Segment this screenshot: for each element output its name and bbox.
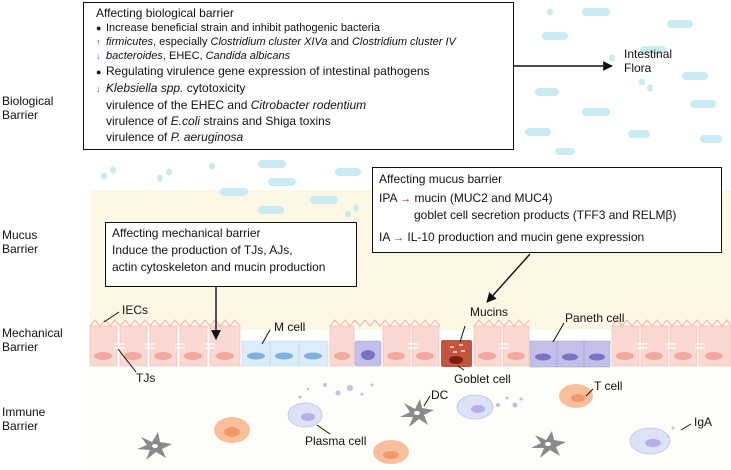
mech-line-1: Induce the production of TJs, AJs,	[112, 243, 293, 257]
plasma-cell-label: Plasma cell	[305, 434, 367, 448]
down-arrow-icon: ↓	[96, 84, 101, 94]
mucus-box-title: Affecting mucus barrier	[379, 172, 503, 186]
bio-line-6: virulence of the EHEC and Citrobacter ro…	[106, 98, 367, 112]
mucus-barrier-box: Affecting mucus barrier IPA → mucin (MUC…	[372, 167, 722, 253]
bio-line-2: ↑firmicutes, especially Clostridium clus…	[96, 36, 456, 48]
up-arrow-icon: ↑	[96, 37, 101, 47]
arrow-to-mucins	[486, 253, 531, 303]
bio-line-5: ↓Klebsiella spp. cytotoxicity	[96, 81, 246, 95]
biological-barrier-box: Affecting biological barrier ●Increase b…	[83, 2, 514, 150]
mech-line-2: actin cytoskeleton and mucin production	[112, 260, 326, 274]
bullet-icon: ●	[96, 23, 102, 33]
paneth-cells	[529, 340, 611, 368]
iecs-label: IECs	[122, 303, 149, 317]
bio-line-8: virulence of P. aeruginosa	[106, 130, 244, 144]
m-cells	[241, 340, 329, 367]
immune-cells	[214, 384, 671, 464]
t-cell-label: T cell	[594, 379, 623, 393]
red-arrow-icon: →	[400, 193, 412, 205]
biological-box-title: Affecting biological barrier	[96, 6, 234, 20]
antibody-dots	[298, 383, 675, 438]
iga-label: IgA	[694, 415, 713, 429]
dc-label: DC	[431, 388, 449, 402]
leader-lines	[103, 311, 692, 435]
m-cell-label: M cell	[274, 320, 306, 334]
mechanical-box-title: Affecting mechanical barrier	[112, 226, 261, 240]
paneth-cell-label: Paneth cell	[565, 311, 625, 325]
dendritic-cells	[137, 399, 566, 460]
red-arrow-icon: →	[393, 232, 405, 244]
iec-row	[89, 318, 731, 367]
mucins-label: Mucins	[470, 305, 509, 319]
goblet-cell-label: Goblet cell	[454, 372, 511, 386]
bio-line-1: ●Increase beneficial strain and inhibit …	[96, 22, 380, 34]
tjs-label: TJs	[136, 371, 156, 385]
goblet-cell	[441, 340, 472, 367]
mechanical-barrier-box: Affecting mechanical barrier Induce the …	[105, 222, 357, 287]
lamina-propria	[90, 368, 731, 470]
bio-line-4: ●Regulating virulence gene expression of…	[96, 64, 430, 78]
ia-line: IA → IL-10 production and mucin gene exp…	[379, 230, 645, 244]
bio-line-3: ↓bacteroides, EHEC, Candida albicans	[96, 50, 291, 62]
ipa-line-2: goblet cell secretion products (TFF3 and…	[414, 208, 677, 222]
bio-line-7: virulence of E.coli strains and Shiga to…	[106, 114, 331, 128]
down-arrow-icon: ↓	[96, 51, 101, 61]
bullet-icon: ●	[96, 67, 102, 77]
ipa-line-1: IPA → mucin (MUC2 and MUC4)	[379, 191, 553, 205]
